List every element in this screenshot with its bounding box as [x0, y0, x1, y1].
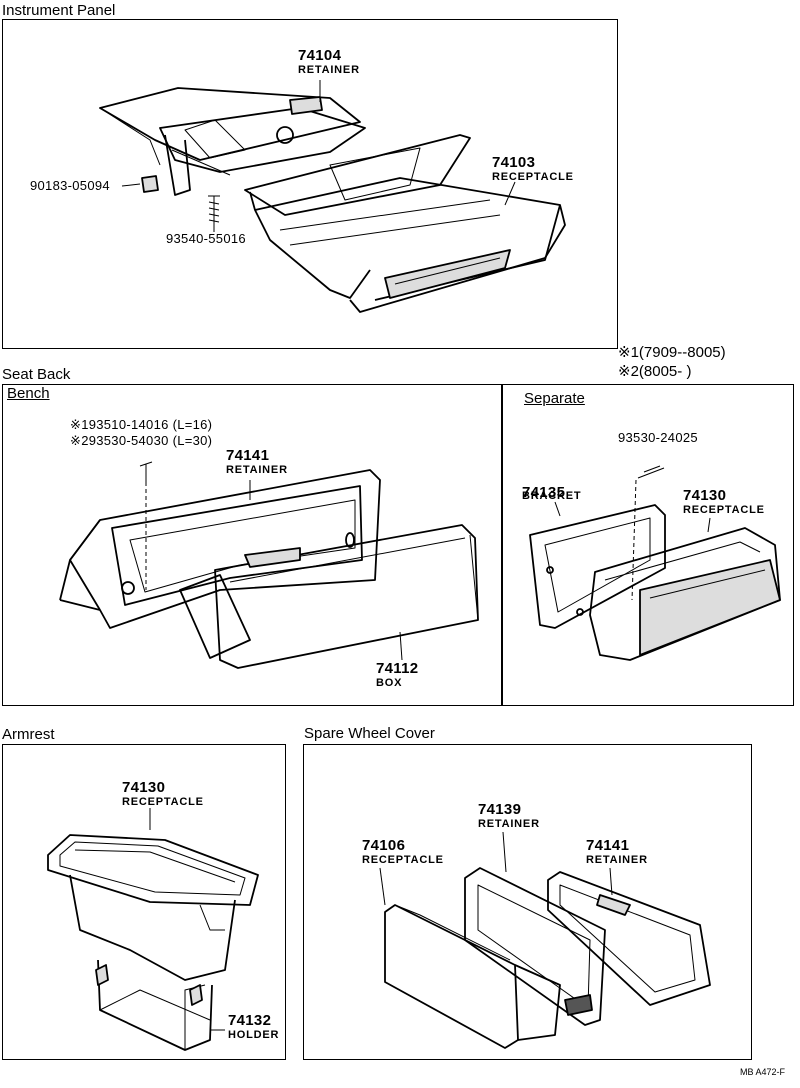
part-name-74135: BRACKET — [522, 490, 582, 502]
separate-drawing — [529, 465, 781, 661]
spare-wheel-cover-frame — [303, 744, 752, 1060]
part-name-74132: HOLDER — [228, 1029, 280, 1041]
diagram-code: MB A472-F — [740, 1067, 786, 1077]
bench-frame — [2, 384, 502, 706]
part-number-90183-05094: 90183-05094 — [30, 178, 110, 193]
part-name-74141-bench: RETAINER — [226, 464, 288, 476]
section-title-instrument-panel: Instrument Panel — [2, 2, 116, 19]
part-number-74141-bench: 74141 — [226, 447, 270, 464]
part-number-74141-spare: 74141 — [586, 837, 630, 854]
part-name-74103: RECEPTACLE — [492, 171, 574, 183]
applicability-note-2: ※2(8005- ) — [618, 363, 692, 380]
part-number-74106: 74106 — [362, 837, 406, 854]
section-title-separate: Separate — [524, 390, 585, 407]
screw-note-1: ※193510-14016 (L=16) — [70, 417, 213, 432]
part-name-74104: RETAINER — [298, 64, 360, 76]
part-name-74130-separate: RECEPTACLE — [683, 504, 765, 516]
part-number-74130-separate: 74130 — [683, 487, 727, 504]
part-number-74104: 74104 — [298, 47, 342, 64]
section-title-seat-back: Seat Back — [2, 366, 71, 383]
armrest-drawing — [47, 808, 259, 1051]
part-number-93540-55016: 93540-55016 — [166, 231, 246, 246]
spare-wheel-cover-drawing — [379, 831, 711, 1049]
bench-drawing — [59, 461, 479, 669]
part-number-74135: 74135 — [522, 484, 566, 501]
part-name-74139: RETAINER — [478, 818, 540, 830]
part-name-74112: BOX — [376, 677, 403, 689]
applicability-note-1: ※1(7909--8005) — [618, 344, 726, 361]
section-title-bench: Bench — [7, 385, 50, 402]
armrest-frame — [2, 744, 286, 1060]
part-name-74141-spare: RETAINER — [586, 854, 648, 866]
screw-note-2: ※293530-54030 (L=30) — [70, 433, 213, 448]
part-number-74112: 74112 — [376, 660, 419, 677]
part-number-74130-armrest: 74130 — [122, 779, 166, 796]
part-number-93530-24025: 93530-24025 — [618, 430, 698, 445]
part-name-74106: RECEPTACLE — [362, 854, 444, 866]
instrument-panel-drawing — [99, 80, 566, 313]
part-name-74130-armrest: RECEPTACLE — [122, 796, 204, 808]
separate-frame — [502, 384, 794, 706]
instrument-panel-frame — [2, 19, 618, 349]
section-title-armrest: Armrest — [2, 726, 55, 743]
section-title-spare-wheel-cover: Spare Wheel Cover — [304, 725, 435, 742]
part-number-74132: 74132 — [228, 1012, 272, 1029]
part-number-74139: 74139 — [478, 801, 522, 818]
part-number-74103: 74103 — [492, 154, 536, 171]
